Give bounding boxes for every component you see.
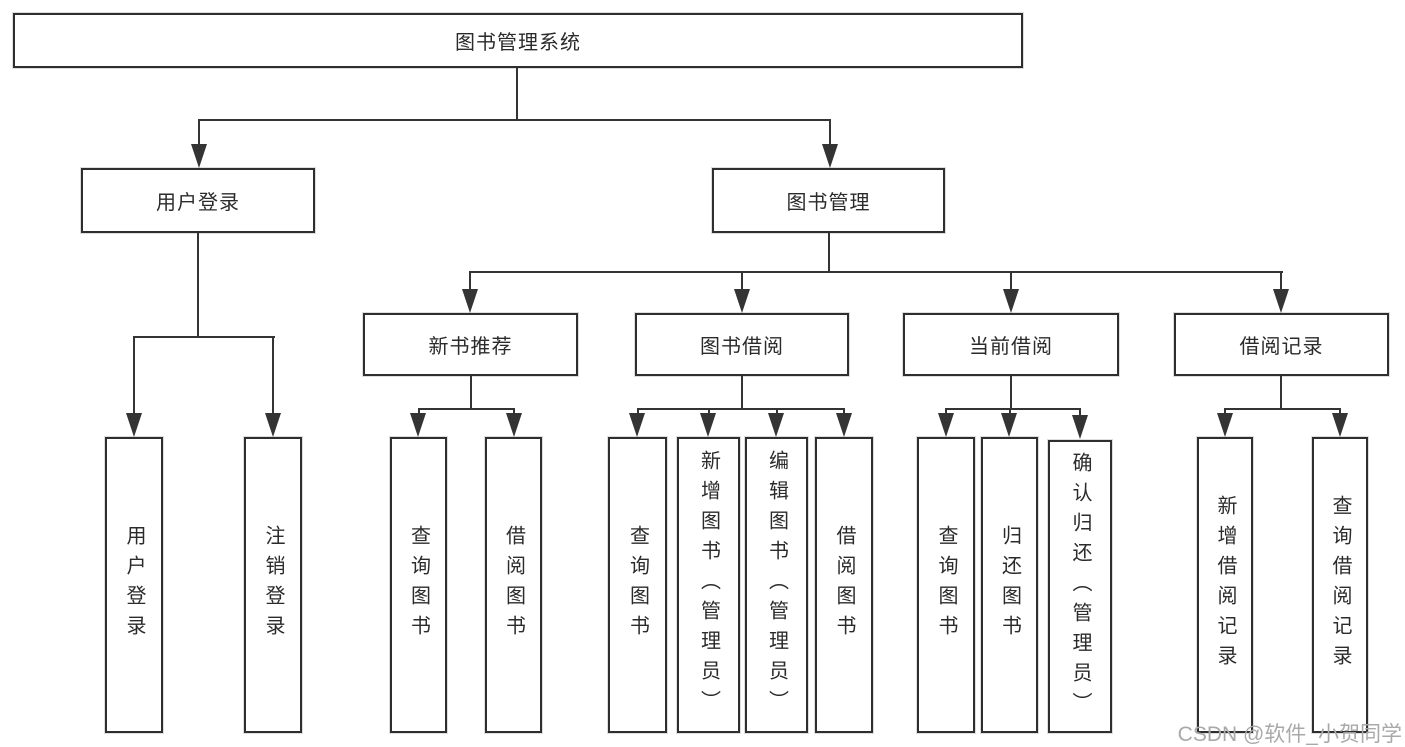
arrow-down-icon bbox=[629, 413, 645, 437]
leaf-borrow-books-2: 借阅图书 bbox=[815, 437, 873, 733]
connector-line bbox=[843, 408, 845, 415]
arrow-down-icon bbox=[822, 144, 838, 168]
leaf-logout: 注销登录 bbox=[244, 437, 302, 733]
arrow-down-icon bbox=[1001, 413, 1017, 437]
leaf-borrow-books-1: 借阅图书 bbox=[485, 437, 542, 733]
connector-line bbox=[637, 408, 639, 415]
arrow-down-icon bbox=[191, 144, 207, 168]
connector-line bbox=[945, 408, 1081, 410]
leaf-label: 用户登录 bbox=[123, 525, 145, 645]
leaf-label: 注销登录 bbox=[262, 525, 284, 645]
connector-line bbox=[1224, 408, 1341, 410]
connector-line bbox=[1280, 376, 1282, 410]
connector-line bbox=[776, 408, 778, 415]
connector-line bbox=[1079, 408, 1081, 415]
leaf-add-borrow-record: 新增借阅记录 bbox=[1197, 437, 1253, 733]
leaf-query-books-3: 查询图书 bbox=[917, 437, 975, 733]
leaf-query-books-2: 查询图书 bbox=[608, 437, 667, 733]
leaf-label: 新增借阅记录 bbox=[1214, 495, 1236, 675]
connector-line bbox=[513, 408, 515, 415]
arrow-down-icon bbox=[1072, 415, 1088, 439]
connector-line bbox=[1339, 408, 1341, 415]
connector-line bbox=[1224, 408, 1226, 415]
connector-line bbox=[637, 408, 845, 410]
leaf-label: 编辑图书（管理员） bbox=[765, 450, 788, 720]
arrow-down-icon bbox=[768, 413, 784, 437]
watermark-text: CSDN @软件_小贺同学 bbox=[1177, 723, 1402, 746]
node-current-borrow: 当前借阅 bbox=[903, 313, 1119, 376]
arrow-down-icon bbox=[1217, 413, 1233, 437]
connector-line bbox=[418, 408, 515, 410]
connector-line bbox=[945, 408, 947, 415]
connector-line bbox=[1280, 271, 1282, 291]
leaf-query-books-1: 查询图书 bbox=[390, 437, 447, 733]
leaf-query-borrow-record: 查询借阅记录 bbox=[1312, 437, 1368, 733]
arrow-down-icon bbox=[462, 289, 478, 313]
connector-line bbox=[708, 408, 710, 415]
leaf-label: 新增图书（管理员） bbox=[697, 450, 720, 720]
connector-line bbox=[133, 336, 135, 414]
connector-line bbox=[516, 68, 518, 121]
leaf-label: 借阅图书 bbox=[502, 525, 525, 645]
node-user-login: 用户登录 bbox=[81, 168, 315, 233]
arrow-down-icon bbox=[265, 413, 281, 437]
connector-line bbox=[198, 119, 200, 146]
node-book-borrow: 图书借阅 bbox=[635, 313, 849, 376]
connector-line bbox=[828, 233, 830, 273]
connector-line bbox=[1010, 376, 1012, 410]
connector-line bbox=[741, 376, 743, 410]
leaf-label: 确认归还（管理员） bbox=[1069, 451, 1091, 722]
arrow-down-icon bbox=[1332, 413, 1348, 437]
arrow-down-icon bbox=[506, 413, 522, 437]
arrow-down-icon bbox=[126, 413, 142, 437]
connector-line bbox=[469, 271, 471, 291]
connector-line bbox=[1010, 271, 1012, 291]
arrow-down-icon bbox=[734, 289, 750, 313]
connector-line bbox=[198, 119, 831, 121]
node-borrow-records: 借阅记录 bbox=[1174, 313, 1389, 376]
leaf-label: 查询图书 bbox=[407, 525, 430, 645]
arrow-down-icon bbox=[410, 413, 426, 437]
connector-line bbox=[418, 408, 420, 415]
node-book-management: 图书管理 bbox=[712, 168, 945, 233]
leaf-user-login: 用户登录 bbox=[105, 437, 163, 733]
arrow-down-icon bbox=[938, 413, 954, 437]
connector-line bbox=[1009, 408, 1011, 415]
connector-line bbox=[470, 376, 472, 410]
arrow-down-icon bbox=[1273, 289, 1289, 313]
leaf-label: 查询图书 bbox=[935, 525, 957, 645]
leaf-add-books-admin: 新增图书（管理员） bbox=[677, 437, 740, 733]
node-new-book-recommend: 新书推荐 bbox=[363, 313, 578, 376]
arrow-down-icon bbox=[700, 413, 716, 437]
connector-line bbox=[829, 119, 831, 146]
leaf-label: 归还图书 bbox=[998, 525, 1021, 645]
leaf-label: 查询图书 bbox=[626, 525, 649, 645]
arrow-down-icon bbox=[1003, 289, 1019, 313]
leaf-edit-books-admin: 编辑图书（管理员） bbox=[745, 437, 808, 733]
leaf-label: 借阅图书 bbox=[833, 525, 855, 645]
leaf-label: 查询借阅记录 bbox=[1329, 495, 1351, 675]
connector-line bbox=[469, 271, 1283, 273]
arrow-down-icon bbox=[836, 413, 852, 437]
leaf-return-books: 归还图书 bbox=[981, 437, 1038, 733]
leaf-confirm-return-admin: 确认归还（管理员） bbox=[1048, 440, 1112, 733]
node-root: 图书管理系统 bbox=[13, 13, 1023, 68]
connector-line bbox=[133, 336, 275, 338]
connector-line bbox=[272, 336, 274, 414]
connector-line bbox=[197, 233, 199, 338]
connector-line bbox=[741, 271, 743, 291]
